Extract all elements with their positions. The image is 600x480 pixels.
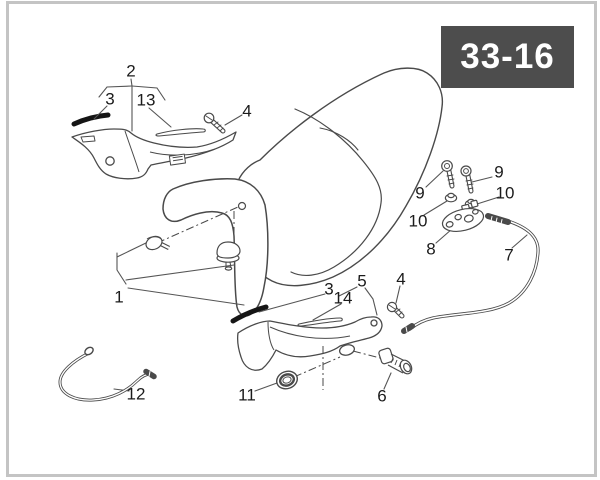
grommet <box>276 370 298 390</box>
callout-2: 2 <box>126 61 136 81</box>
callout-3-upper: 3 <box>105 89 115 109</box>
screw-upper <box>203 112 226 134</box>
trim-strip-lower <box>297 317 343 327</box>
callout-14: 14 <box>333 288 353 308</box>
release-cable <box>401 213 540 334</box>
callout-10-right: 10 <box>495 183 515 203</box>
callout-5: 5 <box>357 271 367 291</box>
hinge-plate <box>441 199 485 232</box>
callout-1: 1 <box>114 287 124 307</box>
page-code-badge: 33-16 <box>441 26 574 88</box>
callout-6: 6 <box>377 386 387 406</box>
callout-8: 8 <box>426 239 436 259</box>
lock-cylinder <box>378 347 413 375</box>
page-border <box>6 1 597 477</box>
callout-9-right: 9 <box>494 162 504 182</box>
seat-screw <box>145 235 171 251</box>
callout-11: 11 <box>238 385 256 405</box>
callout-3-lower: 3 <box>324 279 334 299</box>
seat-bumper <box>216 241 241 271</box>
callout-9-left: 9 <box>415 183 425 203</box>
trim-strip-upper <box>155 128 206 137</box>
rubber-strip-upper <box>71 112 111 127</box>
side-panel-lower <box>236 316 385 390</box>
bolt-9-left <box>441 160 455 189</box>
callout-10-left: 10 <box>408 211 428 231</box>
rubber-strip-lower <box>230 304 269 324</box>
callout-4-upper: 4 <box>242 101 252 121</box>
screw-lower <box>386 301 405 319</box>
leader-lines <box>93 78 528 392</box>
nut-10-left <box>444 192 458 203</box>
callout-7: 7 <box>504 245 514 265</box>
bolt-9-right <box>460 165 474 194</box>
callout-13: 13 <box>136 90 156 110</box>
page-code: 33-16 <box>460 37 555 76</box>
seat-front-bracket <box>156 178 269 317</box>
loop-cable <box>58 346 157 402</box>
side-panel-upper <box>71 128 237 180</box>
callout-4-lower: 4 <box>396 269 406 289</box>
callout-12: 12 <box>126 384 146 404</box>
